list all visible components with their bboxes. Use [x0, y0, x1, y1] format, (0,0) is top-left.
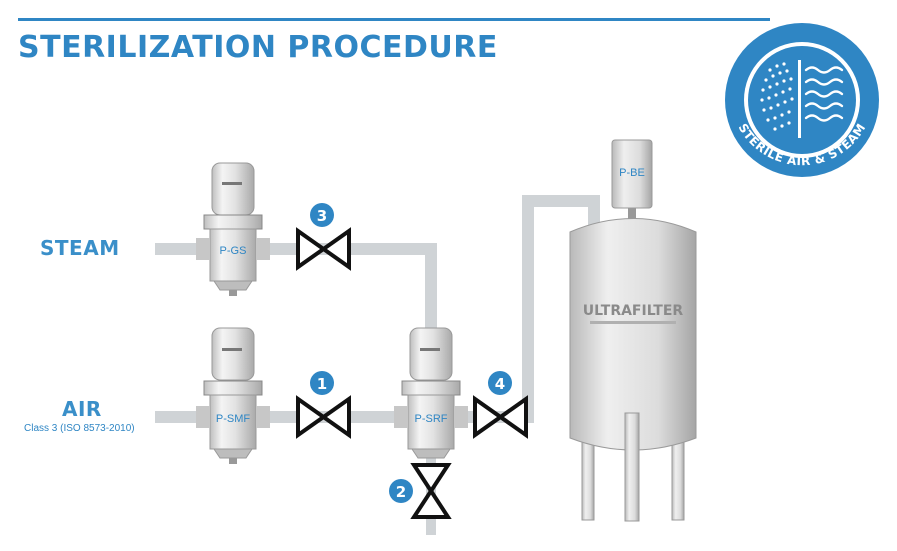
valve-2[interactable]	[410, 463, 452, 519]
valve-1[interactable]	[296, 395, 351, 439]
filter-p-gs: P-GS	[196, 162, 270, 296]
badge-4-text: 4	[495, 375, 505, 393]
steam-line-label: STEAM	[40, 236, 120, 260]
filter-label-pbe: P-BE	[619, 167, 645, 179]
logo-waves-icon	[804, 66, 844, 122]
filter-p-be: P-BE	[611, 139, 653, 220]
filter-p-srf: P-SRF	[394, 327, 468, 459]
vessel-brand: ULTRAFILTER	[583, 303, 684, 319]
filter-label-pgs: P-GS	[220, 245, 247, 257]
sterile-air-steam-logo: STERILE AIR & STEAM	[725, 23, 879, 177]
badge-1: 1	[310, 371, 334, 395]
air-line-sublabel: Class 3 (ISO 8573-2010)	[24, 423, 135, 434]
valve-4[interactable]	[473, 395, 528, 439]
vessel: ULTRAFILTER	[569, 218, 697, 522]
badge-1-text: 1	[317, 375, 327, 393]
badge-3-text: 3	[317, 207, 327, 225]
header-rule	[18, 18, 770, 21]
filter-label-psmf: P-SMF	[216, 413, 251, 425]
page-title: STERILIZATION PROCEDURE	[18, 30, 498, 65]
air-line-label: AIR	[62, 397, 102, 421]
vessel-brand-tagline	[590, 321, 676, 324]
badge-2-text: 2	[396, 483, 406, 501]
filter-label-psrf: P-SRF	[415, 413, 448, 425]
filter-p-smf: P-SMF	[196, 327, 270, 464]
badge-2: 2	[389, 479, 413, 503]
badge-4: 4	[488, 371, 512, 395]
badge-3: 3	[310, 203, 334, 227]
valve-3[interactable]	[296, 227, 351, 271]
logo-dots-icon	[760, 62, 794, 131]
